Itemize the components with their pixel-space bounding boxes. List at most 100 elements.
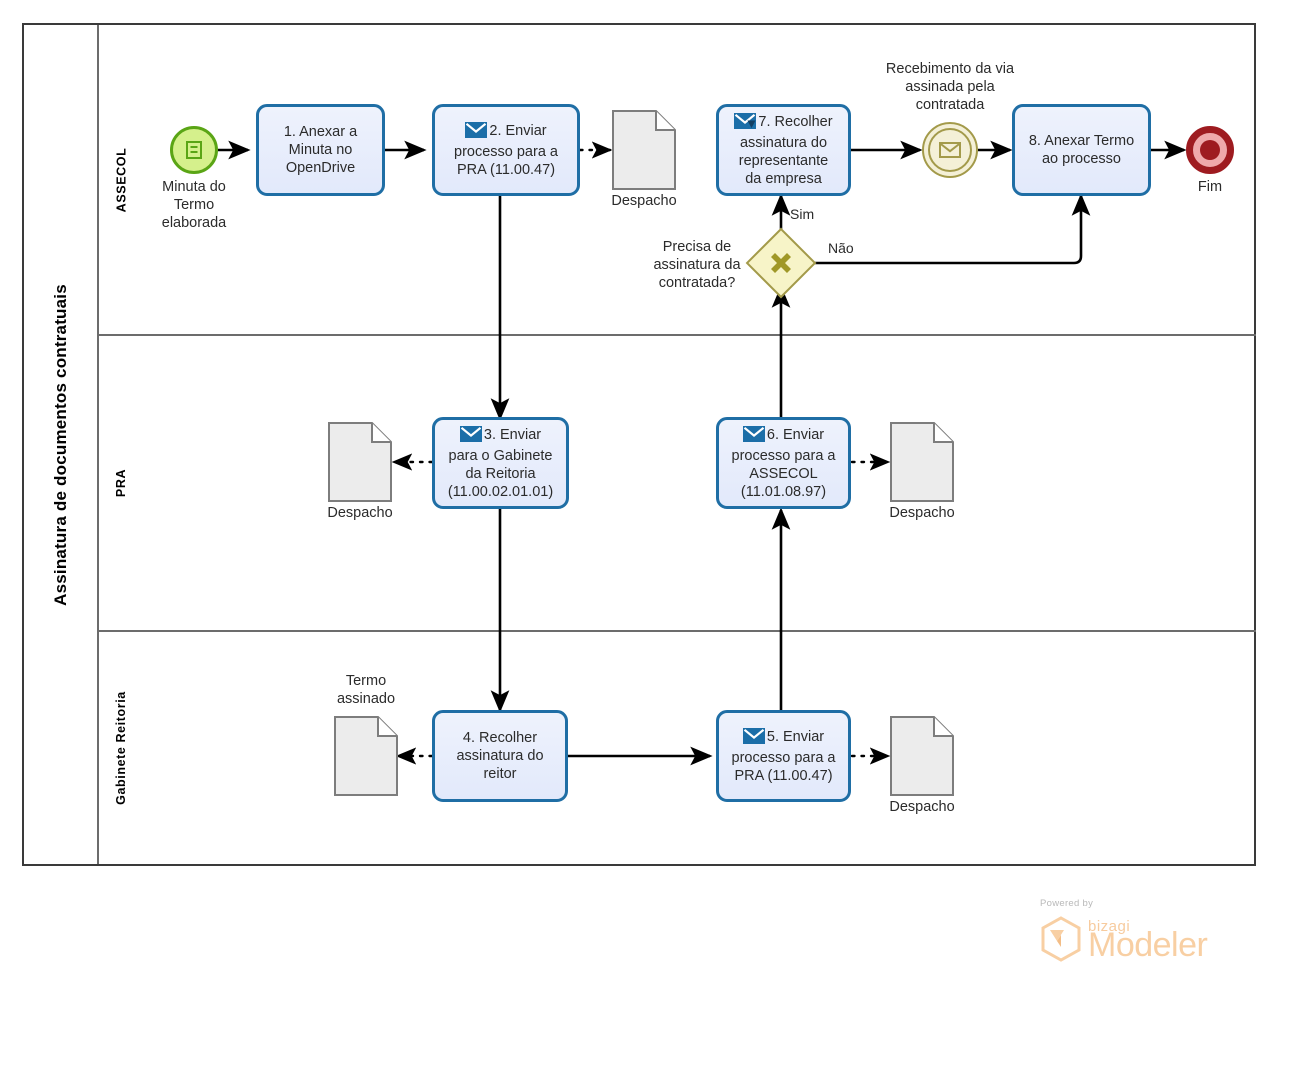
start-label-line3: elaborada bbox=[161, 215, 227, 231]
message-envelope-icon bbox=[938, 141, 961, 158]
data-object-label-despacho-pra-right: Despacho bbox=[889, 505, 955, 521]
data-object-label-despacho-gabinete: Despacho bbox=[889, 799, 955, 815]
task-5-line3: PRA (11.00.47) bbox=[734, 767, 833, 784]
lane-header-gabinete: Gabinete Reitoria bbox=[99, 632, 143, 864]
task-1-line3: OpenDrive bbox=[285, 160, 356, 176]
gateway-label: Precisa de assinatura da contratada? bbox=[636, 238, 758, 292]
gateway-label-line2: assinatura da bbox=[653, 257, 741, 273]
data-object-despacho-assecol[interactable] bbox=[612, 110, 676, 190]
document-icon bbox=[612, 110, 676, 190]
task-8-anexar-termo-processo[interactable]: 8. Anexar Termo ao processo bbox=[1012, 104, 1151, 196]
watermark-powered-by: Powered by bbox=[1040, 898, 1094, 909]
task-4-line1: 4. Recolher bbox=[462, 730, 538, 746]
task-7-line2: assinatura do bbox=[739, 134, 828, 151]
task-5-enviar-processo-pra[interactable]: 5. Enviar processo para a PRA (11.00.47) bbox=[716, 710, 851, 802]
task-6-label: 6. Enviar processo para a ASSECOL (11.01… bbox=[731, 425, 836, 501]
send-message-icon bbox=[742, 425, 765, 447]
inter-label-line2: assinada pela bbox=[905, 79, 995, 95]
task-7-line4: da empresa bbox=[745, 170, 822, 187]
pool-header: Assinatura de documentos contratuais bbox=[24, 25, 99, 864]
intermediate-event-label: Recebimento da via assinada pela contrat… bbox=[860, 60, 1040, 114]
task-1-anexar-minuta[interactable]: 1. Anexar a Minuta no OpenDrive bbox=[256, 104, 385, 196]
data-object-termo-assinado[interactable] bbox=[334, 716, 398, 796]
lane-body-separator bbox=[97, 25, 99, 864]
termo-label-line2: assinado bbox=[336, 691, 396, 707]
document-icon bbox=[328, 422, 392, 502]
task-4-label: 4. Recolher assinatura do reitor bbox=[456, 729, 543, 783]
gateway-label-line3: contratada? bbox=[658, 275, 736, 291]
intermediate-message-event-recebimento[interactable] bbox=[922, 122, 978, 178]
termo-label-line1: Termo bbox=[345, 673, 387, 689]
task-4-line2: assinatura do bbox=[456, 748, 544, 764]
task-2-label: 2. Enviar processo para a PRA (11.00.47) bbox=[454, 121, 558, 179]
document-icon bbox=[890, 422, 954, 502]
task-3-line4: (11.00.02.01.01) bbox=[447, 483, 554, 500]
gateway-flow-label-sim: Sim bbox=[790, 206, 815, 222]
bizagi-logo-icon bbox=[1040, 916, 1082, 967]
task-1-line2: Minuta no bbox=[288, 142, 353, 158]
task-3-line1: 3. Enviar bbox=[483, 426, 542, 443]
start-event-label: Minuta do Termo elaborada bbox=[134, 178, 254, 232]
inter-label-line3: contratada bbox=[915, 97, 985, 113]
end-event-fim[interactable] bbox=[1186, 126, 1234, 174]
task-4-line3: reitor bbox=[483, 766, 517, 782]
document-icon bbox=[890, 716, 954, 796]
task-8-label: 8. Anexar Termo ao processo bbox=[1029, 132, 1134, 168]
gateway-flow-label-nao: Não bbox=[828, 240, 854, 256]
conditional-event-icon bbox=[186, 141, 202, 159]
task-5-line1: 5. Enviar bbox=[766, 728, 825, 745]
task-6-line1: 6. Enviar bbox=[766, 426, 825, 443]
intermediate-event-inner-ring bbox=[927, 127, 973, 173]
gateway-label-line1: Precisa de bbox=[662, 239, 732, 255]
task-7-label: 7. Recolher assinatura do representante … bbox=[734, 112, 833, 188]
task-3-line2: para o Gabinete bbox=[448, 447, 553, 464]
receive-message-icon bbox=[734, 112, 757, 134]
start-event-minuta-elaborada[interactable] bbox=[170, 126, 218, 174]
lane-pra: PRA bbox=[99, 334, 1256, 630]
watermark-brand: bizagi bbox=[1088, 918, 1131, 935]
task-5-line2: processo para a bbox=[731, 749, 836, 766]
data-object-label-termo-assinado: Termo assinado bbox=[314, 672, 418, 708]
task-2-line3: PRA (11.00.47) bbox=[456, 161, 556, 178]
data-object-despacho-pra-right[interactable] bbox=[890, 422, 954, 502]
task-1-line1: 1. Anexar a bbox=[283, 124, 358, 140]
task-2-enviar-processo-pra[interactable]: 2. Enviar processo para a PRA (11.00.47) bbox=[432, 104, 580, 196]
task-6-enviar-processo-assecol[interactable]: 6. Enviar processo para a ASSECOL (11.01… bbox=[716, 417, 851, 509]
start-label-line2: Termo bbox=[173, 197, 215, 213]
task-5-label: 5. Enviar processo para a PRA (11.00.47) bbox=[731, 727, 836, 785]
start-label-line1: Minuta do bbox=[162, 179, 226, 195]
task-2-line2: processo para a bbox=[454, 143, 558, 160]
data-object-despacho-pra-left[interactable] bbox=[328, 422, 392, 502]
task-7-line1: 7. Recolher bbox=[758, 113, 833, 130]
task-7-recolher-assinatura-representante[interactable]: 7. Recolher assinatura do representante … bbox=[716, 104, 851, 196]
end-event-core bbox=[1199, 139, 1221, 161]
end-event-label: Fim bbox=[1197, 179, 1223, 195]
lane-label-gabinete: Gabinete Reitoria bbox=[114, 691, 129, 805]
data-object-despacho-gabinete[interactable] bbox=[890, 716, 954, 796]
task-6-line3: ASSECOL bbox=[749, 465, 818, 482]
task-3-label: 3. Enviar para o Gabinete da Reitoria (1… bbox=[447, 425, 554, 501]
watermark-product: Modeler bbox=[1088, 926, 1208, 964]
lane-gabinete-reitoria: Gabinete Reitoria bbox=[99, 630, 1256, 864]
document-icon bbox=[334, 716, 398, 796]
task-1-label: 1. Anexar a Minuta no OpenDrive bbox=[284, 123, 357, 177]
task-3-enviar-gabinete-reitoria[interactable]: 3. Enviar para o Gabinete da Reitoria (1… bbox=[432, 417, 569, 509]
send-message-icon bbox=[459, 425, 482, 447]
inter-label-line1: Recebimento da via bbox=[885, 61, 1015, 77]
lane-label-pra: PRA bbox=[113, 468, 128, 498]
pool-title: Assinatura de documentos contratuais bbox=[50, 283, 70, 606]
lane-label-assecol: ASSECOL bbox=[114, 147, 128, 212]
data-object-label-despacho-assecol: Despacho bbox=[611, 193, 677, 209]
data-object-label-despacho-pra-left: Despacho bbox=[327, 505, 393, 521]
task-4-recolher-assinatura-reitor[interactable]: 4. Recolher assinatura do reitor bbox=[432, 710, 568, 802]
task-7-line3: representante bbox=[738, 152, 829, 169]
task-6-line2: processo para a bbox=[731, 447, 836, 464]
task-6-line4: (11.01.08.97) bbox=[740, 483, 827, 500]
bizagi-watermark: Powered by bizagi Modeler bbox=[1040, 898, 1240, 968]
send-message-icon bbox=[742, 727, 765, 749]
lane-header-pra: PRA bbox=[99, 336, 143, 630]
task-8-line2: ao processo bbox=[1041, 151, 1121, 167]
task-8-line1: 8. Anexar Termo bbox=[1028, 133, 1135, 149]
send-message-icon bbox=[465, 121, 488, 143]
